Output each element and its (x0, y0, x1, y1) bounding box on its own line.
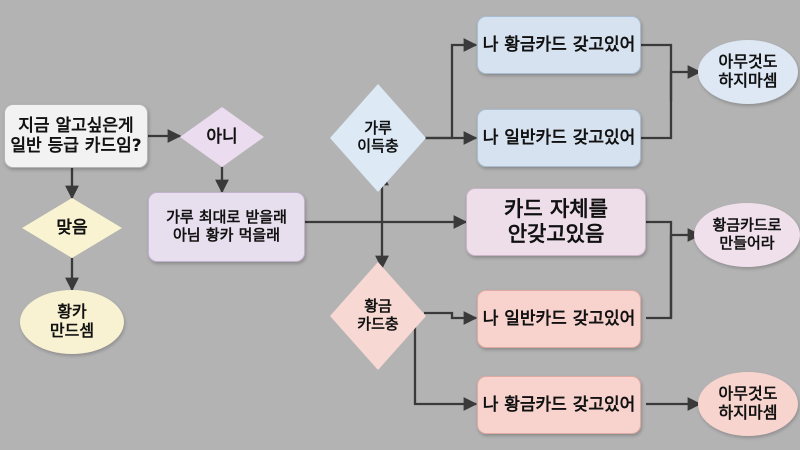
node-powder-or-gold-label: 가루 최대로 받을래 아님 황카 먹을래 (166, 208, 287, 244)
node-have-gold-pink-label: 나 황금카드 갖고있어 (482, 394, 636, 415)
node-no-card-label: 카드 자체를 안갖고있음 (504, 197, 608, 246)
node-have-gold-blue[interactable]: 나 황금카드 갖고있어 (477, 16, 641, 74)
node-no-card[interactable]: 카드 자체를 안갖고있음 (466, 188, 646, 256)
node-do-nothing-bottom-label: 아무것도 하지마셈 (718, 384, 778, 422)
node-powder-type[interactable]: 가루 이득충 (330, 84, 426, 192)
node-turn-into-gold-label: 황금카드로 만들어라 (712, 216, 782, 252)
node-have-normal-blue[interactable]: 나 일반카드 갖고있어 (477, 109, 641, 167)
node-yes-label: 맞음 (56, 217, 88, 238)
node-powder-type-label: 가루 이득충 (357, 119, 399, 155)
node-have-gold-pink[interactable]: 나 황금카드 갖고있어 (477, 376, 641, 434)
node-make-gold-label: 황카 만드셈 (49, 302, 95, 340)
node-start[interactable]: 지금 알고싶은게 일반 등급 카드임? (4, 104, 148, 168)
node-do-nothing-bottom[interactable]: 아무것도 하지마셈 (698, 372, 798, 436)
node-make-gold[interactable]: 황카 만드셈 (20, 290, 124, 354)
edge-powdertype-to-havegold (424, 38, 478, 140)
node-no-label: 아니 (206, 126, 238, 147)
node-have-normal-pink-label: 나 일반카드 갖고있어 (482, 308, 636, 329)
node-gold-type-label: 황금 카드충 (357, 297, 399, 333)
node-no-decision[interactable]: 아니 (180, 107, 264, 167)
node-powder-or-gold[interactable]: 가루 최대로 받을래 아님 황카 먹을래 (148, 192, 305, 262)
edge-goldtype-to-havegoldpink (413, 322, 478, 411)
edge-stub-normalpink (646, 235, 673, 320)
edge-pink-merge-to-turngold (669, 228, 702, 318)
node-have-normal-blue-label: 나 일반카드 갖고있어 (482, 127, 636, 148)
edge-stub-bottomblue (641, 101, 673, 140)
node-yes-decision[interactable]: 맞음 (22, 198, 122, 258)
node-gold-type[interactable]: 황금 카드충 (330, 262, 426, 370)
node-turn-into-gold[interactable]: 황금카드로 만들어라 (694, 203, 800, 267)
edge-goldtype-to-havenormalpink (424, 311, 478, 325)
node-have-normal-pink[interactable]: 나 일반카드 갖고있어 (477, 290, 641, 348)
node-do-nothing-top-label: 아무것도 하지마셈 (718, 52, 778, 90)
edge-blue-merge-to-donothing (669, 65, 702, 101)
node-start-label: 지금 알고싶은게 일반 등급 카드임? (10, 115, 142, 156)
edge-stub-topblue (641, 43, 673, 101)
edge-stub-nocard (646, 220, 673, 235)
node-do-nothing-top[interactable]: 아무것도 하지마셈 (698, 40, 798, 104)
node-have-gold-blue-label: 나 황금카드 갖고있어 (482, 34, 636, 55)
